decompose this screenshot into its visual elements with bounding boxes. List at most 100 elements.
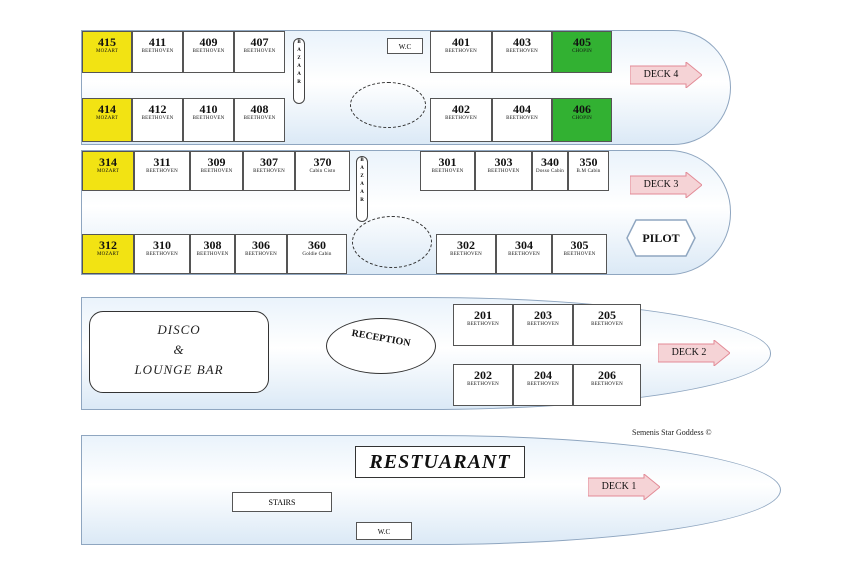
deck-4-wc: W.C: [387, 38, 423, 54]
cabin-number: 306: [252, 238, 270, 252]
cabin-name: BEETHOVEN: [527, 322, 559, 327]
cabin-name: B.M Cabin: [576, 169, 601, 174]
cabin-name: BEETHOVEN: [487, 169, 520, 174]
cabin-number: 203: [534, 308, 552, 322]
stairs: STAIRS: [232, 492, 332, 512]
cabin-name: BEETHOVEN: [146, 169, 178, 174]
cabin-number: 360: [308, 238, 326, 252]
deck-3-lobby-ellipse: [352, 216, 432, 268]
cabin-name: BEETHOVEN: [563, 252, 596, 257]
cabin-name: BEETHOVEN: [196, 252, 229, 257]
cabin-name: BEETHOVEN: [445, 49, 477, 54]
cabin-name: MOZART: [95, 49, 118, 54]
cabin-name: Dosso Cabin: [536, 169, 564, 174]
cabin-number: 201: [474, 308, 492, 322]
cabin-number: 402: [452, 102, 470, 116]
cabin-name: BEETHOVEN: [200, 169, 233, 174]
cabin-name: BEETHOVEN: [591, 382, 623, 387]
cabin-name: BEETHOVEN: [431, 169, 464, 174]
cabin-number: 404: [513, 102, 531, 116]
copyright: Semenis Star Goddess ©: [632, 428, 712, 437]
cabin-number: 310: [153, 238, 171, 252]
cabin-number: 314: [99, 155, 117, 169]
cabin-number: 205: [598, 308, 616, 322]
cabin-name: BEETHOVEN: [141, 49, 174, 54]
cabin-number: 407: [250, 35, 269, 49]
disco-lounge-bar: DISCO & LOUNGE BAR: [89, 311, 269, 393]
cabin-number: 340: [541, 155, 559, 169]
cabin-number: 204: [534, 368, 552, 382]
cabin-name: BEETHOVEN: [243, 49, 276, 54]
cabin-name: BEETHOVEN: [146, 252, 178, 257]
cabin-name: CHOPIN: [572, 116, 592, 121]
cabin-number: 406: [573, 102, 591, 116]
cabin-number: 403: [513, 35, 531, 49]
cabin-name: MOZART: [96, 169, 119, 174]
cabin-number: 206: [598, 368, 616, 382]
cabin-number: 401: [452, 35, 470, 49]
cabin-name: MOZART: [95, 116, 118, 121]
cabin-name: BEETHOVEN: [245, 252, 277, 257]
cabin-number: 410: [199, 102, 218, 116]
deck-2-arrow: DECK 2: [658, 340, 730, 366]
cabin-number: 405: [573, 35, 591, 49]
cabin-number: 304: [515, 238, 533, 252]
cabin-number: 408: [250, 102, 269, 116]
cabin-name: BEETHOVEN: [506, 49, 538, 54]
cabin-number: 303: [494, 155, 513, 169]
cabin-number: 350: [579, 155, 598, 169]
cabin-number: 409: [199, 35, 218, 49]
cabin-number: 311: [153, 155, 171, 169]
cabin-number: 412: [148, 102, 167, 116]
cabin-name: BEETHOVEN: [141, 116, 174, 121]
deck-3-arrow: DECK 3: [630, 172, 702, 198]
cabin-name: BEETHOVEN: [192, 49, 225, 54]
cabin-name: Goldie Cabin: [302, 252, 332, 257]
cabin-name: BEETHOVEN: [508, 252, 540, 257]
cabin-number: 411: [148, 35, 167, 49]
cabin-name: Cabin Cisto: [309, 169, 336, 174]
cabin-name: CHOPIN: [572, 49, 592, 54]
cabin-number: 308: [203, 238, 222, 252]
deck-1-arrow: DECK 1: [588, 474, 660, 500]
cabin-number: 307: [260, 155, 278, 169]
cabin-name: MOZART: [96, 252, 119, 257]
cabin-name: BEETHOVEN: [527, 382, 559, 387]
reception: [326, 318, 436, 374]
cabin-name: BEETHOVEN: [506, 116, 538, 121]
deck-4-arrow: DECK 4: [630, 62, 702, 88]
cabin-name: BEETHOVEN: [192, 116, 225, 121]
